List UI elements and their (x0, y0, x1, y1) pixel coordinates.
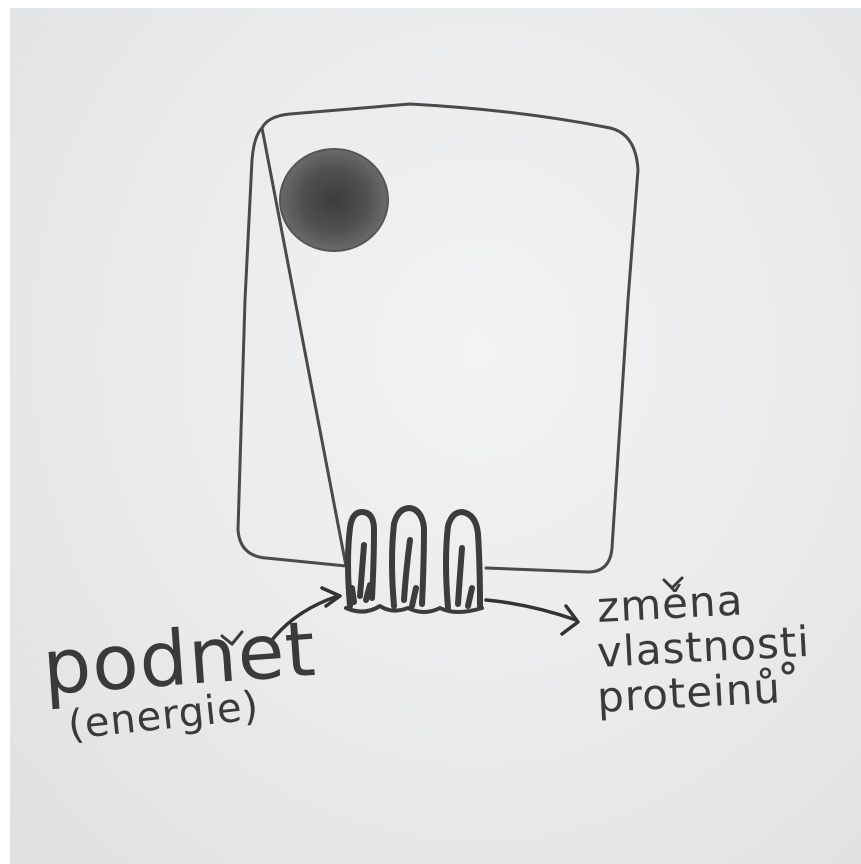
result-line-3: proteinů (595, 663, 783, 722)
stimulus-arrow (270, 586, 342, 642)
caron-mark-1 (220, 630, 244, 647)
nucleus (279, 148, 389, 252)
protein-base (344, 604, 484, 614)
membrane-proteins (344, 505, 484, 614)
caron-mark-2 (662, 576, 684, 591)
paper-background (10, 8, 861, 864)
membrane-protein-2 (389, 505, 427, 609)
membrane-protein-3 (443, 509, 483, 611)
result-arrow (484, 598, 580, 636)
cell-membrane (236, 102, 640, 574)
membrane-protein-1 (345, 509, 377, 609)
handwriting-marks (220, 576, 795, 675)
ring-mark (781, 661, 795, 675)
